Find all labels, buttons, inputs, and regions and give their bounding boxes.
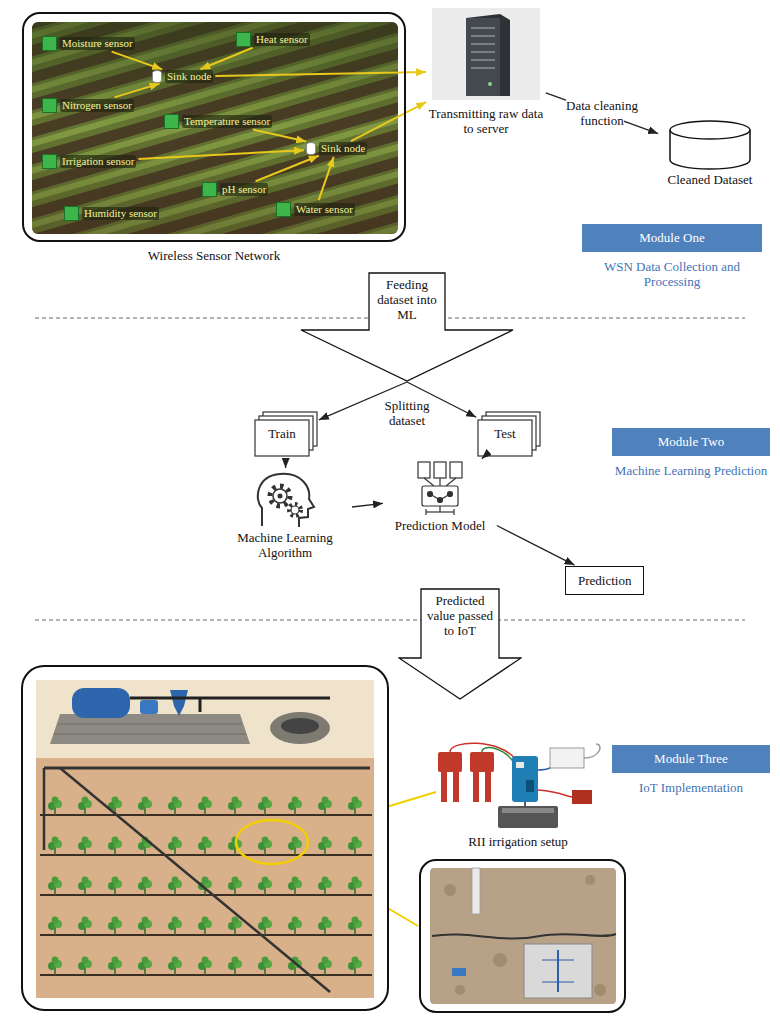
connector	[285, 458, 286, 468]
sink-label: Sink node	[165, 70, 213, 83]
sensor-square	[42, 36, 57, 51]
sensor-square	[236, 32, 251, 47]
process-box: Prediction	[565, 566, 644, 595]
edge-label: Data cleaning function	[566, 98, 638, 128]
database-cylinder	[670, 121, 750, 169]
ml-algorithm-icon	[258, 474, 314, 527]
sensor-marker: pH sensor	[202, 182, 268, 197]
sensor-square	[164, 114, 179, 129]
sensor-square	[64, 206, 79, 221]
irrigation-illustration	[22, 666, 388, 1010]
connector	[352, 503, 383, 507]
document-stack: Test	[478, 412, 540, 456]
sensor-marker: Temperature sensor	[164, 114, 272, 129]
sensor-label: Nitrogen sensor	[60, 99, 134, 112]
sensor-square	[42, 98, 57, 113]
document-stack: Train	[255, 412, 317, 456]
arrow-text-area: Feeding dataset into ML	[372, 277, 442, 322]
block-arrow-shape	[301, 273, 513, 381]
icon-node: Machine Learning Algorithm	[220, 470, 350, 560]
icon-node: Cleaned Dataset	[660, 118, 760, 187]
document-label: Test	[478, 426, 532, 441]
icon-node: Transmitting raw data to server	[428, 6, 544, 136]
block-arrow: Predicted value passed to IoT	[398, 588, 522, 700]
sensor-square	[42, 154, 57, 169]
sink-label: Sink node	[319, 142, 367, 155]
sensor-marker: Nitrogen sensor	[42, 98, 134, 113]
sink-node: Sink node	[152, 70, 213, 83]
free-label-area: Splitting dataset	[377, 398, 437, 428]
module-subtitle: Machine Learning Prediction	[612, 463, 770, 478]
iot-device-drawing	[438, 743, 600, 828]
connector	[253, 129, 306, 141]
sensor-label: pH sensor	[220, 183, 268, 196]
arrow-label: Feeding dataset into ML	[372, 277, 442, 322]
connector	[546, 93, 658, 134]
box-label: Prediction	[578, 573, 631, 588]
sensor-marker: Heat sensor	[236, 32, 310, 47]
sensor-label: Water sensor	[294, 203, 355, 216]
module-tag: Module ThreeIoT Implementation	[612, 745, 770, 795]
connector	[319, 157, 334, 200]
arrow-text-area: Predicted value passed to IoT	[424, 593, 496, 638]
icon-caption: Cleaned Dataset	[660, 172, 760, 187]
connector	[112, 52, 163, 70]
sensor-marker: Water sensor	[276, 202, 355, 217]
connector	[200, 48, 252, 69]
icon-node: Prediction Model	[385, 460, 495, 533]
module-subtitle: IoT Implementation	[612, 780, 770, 795]
icon-caption: RII irrigation setup	[428, 834, 608, 849]
connector	[138, 150, 304, 159]
icon-caption: Transmitting raw data to server	[428, 106, 544, 136]
photo-panel: Wireless Sensor NetworkMoisture sensorHe…	[22, 12, 406, 242]
sink-cylinder	[306, 142, 316, 155]
connector	[497, 525, 575, 565]
module-title: Module Three	[612, 745, 770, 773]
field-closeup-photo	[420, 860, 625, 1012]
sink-cylinder	[152, 70, 162, 83]
prediction-model-icon	[418, 462, 462, 515]
block-arrow: Feeding dataset into ML	[300, 272, 514, 382]
connector	[256, 156, 319, 182]
module-subtitle: WSN Data Collection and Processing	[582, 259, 762, 289]
block-arrow-shape	[399, 589, 521, 699]
sensor-label: Heat sensor	[254, 33, 310, 46]
sensor-square	[276, 202, 291, 217]
sensor-marker: Irrigation sensor	[42, 154, 136, 169]
sensor-label: Moisture sensor	[60, 37, 135, 50]
arrow-label: Predicted value passed to IoT	[424, 593, 496, 638]
module-tag: Module OneWSN Data Collection and Proces…	[582, 224, 762, 289]
icon-caption: Machine Learning Algorithm	[220, 530, 350, 560]
connector	[351, 102, 426, 141]
edge-label-area: Data cleaning function	[557, 98, 647, 128]
icon-caption: Prediction Model	[385, 518, 495, 533]
sensor-square	[202, 182, 217, 197]
sensor-label: Humidity sensor	[82, 207, 159, 220]
free-label: Splitting dataset	[385, 398, 430, 428]
document-label: Train	[255, 426, 309, 441]
sensor-marker: Moisture sensor	[42, 36, 135, 51]
connector	[482, 457, 483, 458]
module-title: Module Two	[612, 428, 770, 456]
sink-node: Sink node	[306, 142, 367, 155]
icon-node: RII irrigation setup	[428, 742, 608, 849]
panel-caption: Wireless Sensor Network	[24, 248, 404, 263]
module-tag: Module TwoMachine Learning Prediction	[612, 428, 770, 478]
sensor-marker: Humidity sensor	[64, 206, 159, 221]
connector	[114, 84, 159, 98]
connector	[215, 72, 426, 76]
module-title: Module One	[582, 224, 762, 252]
server-icon	[432, 8, 540, 100]
field-photo	[32, 22, 398, 234]
sensor-label: Temperature sensor	[182, 115, 272, 128]
sensor-label: Irrigation sensor	[60, 155, 136, 168]
